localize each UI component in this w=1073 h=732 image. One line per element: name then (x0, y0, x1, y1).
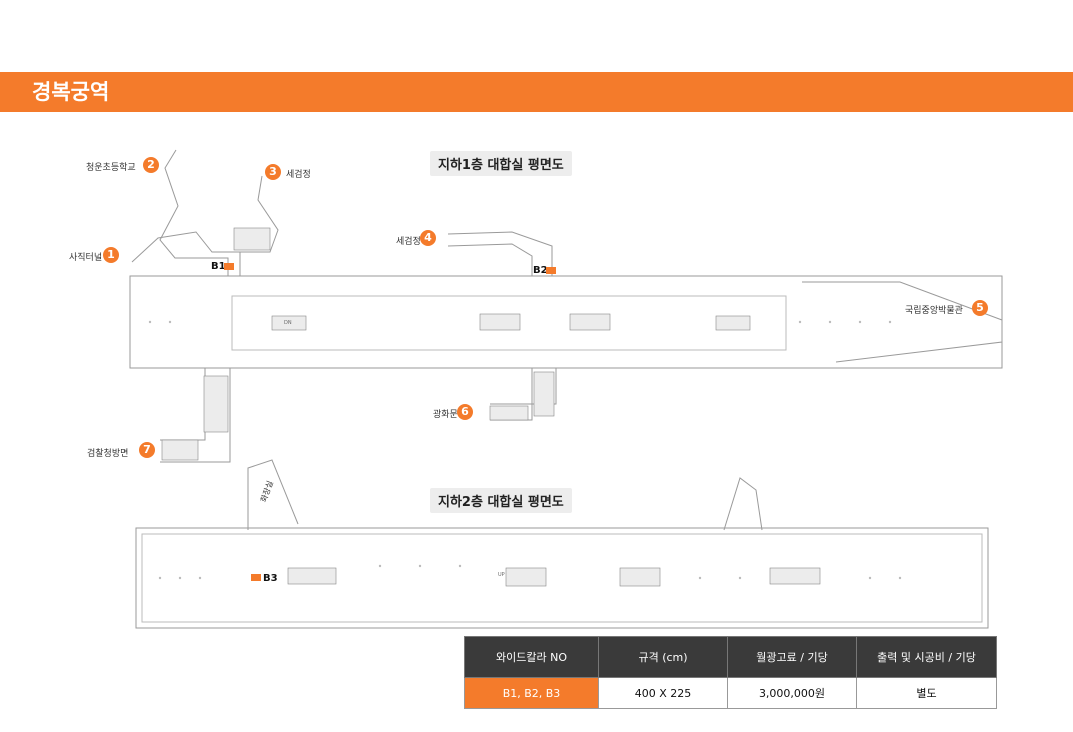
exit-5-name: 국립중앙박물관 (905, 306, 963, 316)
cell-monthly-fee: 3,000,000원 (727, 677, 857, 709)
station-title: 경복궁역 (32, 80, 110, 104)
exit-7-name: 검찰청방면 (87, 449, 129, 459)
exit-6-name: 광화문 (433, 410, 458, 420)
cell-install-cost: 별도 (856, 677, 997, 709)
col-header-install-cost: 출력 및 시공비 / 기당 (856, 636, 997, 678)
b1-escalator-a (271, 315, 307, 331)
b1-exit3-passage (240, 175, 279, 253)
exit-5-marker: 5 (972, 300, 988, 316)
b2-escalator-b (505, 567, 547, 587)
cell-size: 400 X 225 (598, 677, 728, 709)
b1-floor-label: 지하1층 대합실 평면도 (430, 151, 572, 176)
b1-escalator-b (479, 313, 521, 331)
exit-4-marker: 4 (420, 230, 436, 246)
b2-escalator-c (619, 567, 661, 587)
b2-escalator-d (769, 567, 821, 585)
b2-restroom-passage (247, 459, 299, 530)
b1-platform-area (231, 295, 787, 351)
exit-1-marker: 1 (103, 247, 119, 263)
b1-escalator-d (715, 315, 751, 331)
up-note-b2: UP (498, 572, 505, 578)
board-b1-marker (224, 263, 234, 270)
col-header-monthly-fee: 월광고료 / 기당 (727, 636, 857, 678)
price-table-row: B1, B2, B3 400 X 225 3,000,000원 별도 (464, 677, 997, 709)
b1-concourse-outline (129, 275, 1003, 369)
board-b2-marker (546, 267, 556, 274)
exit-2-name: 청운초등학교 (86, 163, 136, 173)
b2-escalator-a (287, 567, 337, 585)
cell-no: B1, B2, B3 (464, 677, 599, 709)
exit-6-marker: 6 (457, 404, 473, 420)
price-table: 와이드칼라 NO 규격 (cm) 월광고료 / 기당 출력 및 시공비 / 기당… (464, 636, 997, 709)
price-table-header-row: 와이드칼라 NO 규격 (cm) 월광고료 / 기당 출력 및 시공비 / 기당 (464, 636, 997, 678)
exit-2-marker: 2 (143, 157, 159, 173)
board-b3-label: B3 (263, 573, 278, 584)
col-header-size: 규격 (cm) (598, 636, 728, 678)
board-b2-label: B2 (533, 265, 548, 276)
b1-exit4-passage (447, 231, 553, 276)
b1-exit7-passage (160, 368, 206, 441)
dn-note-b1: DN (284, 320, 292, 326)
b1-exit5-passage (802, 281, 1003, 321)
col-header-no: 와이드칼라 NO (464, 636, 599, 678)
exit-3-name: 세검정 (286, 170, 311, 180)
board-b3-marker (251, 574, 261, 581)
b2-concourse-outline (135, 527, 989, 629)
exit-3-marker: 3 (265, 164, 281, 180)
b1-exit2-passage (159, 149, 229, 276)
board-b1-label: B1 (211, 261, 226, 272)
station-title-bar: 경복궁역 (0, 72, 1073, 112)
exit-7-marker: 7 (139, 442, 155, 458)
exit-4-name: 세검정 (396, 237, 421, 247)
b1-escalator-c (569, 313, 611, 331)
b2-floor-label: 지하2층 대합실 평면도 (430, 488, 572, 513)
b2-upper-passage (723, 477, 763, 531)
exit-1-name: 사직터널 (69, 253, 103, 263)
